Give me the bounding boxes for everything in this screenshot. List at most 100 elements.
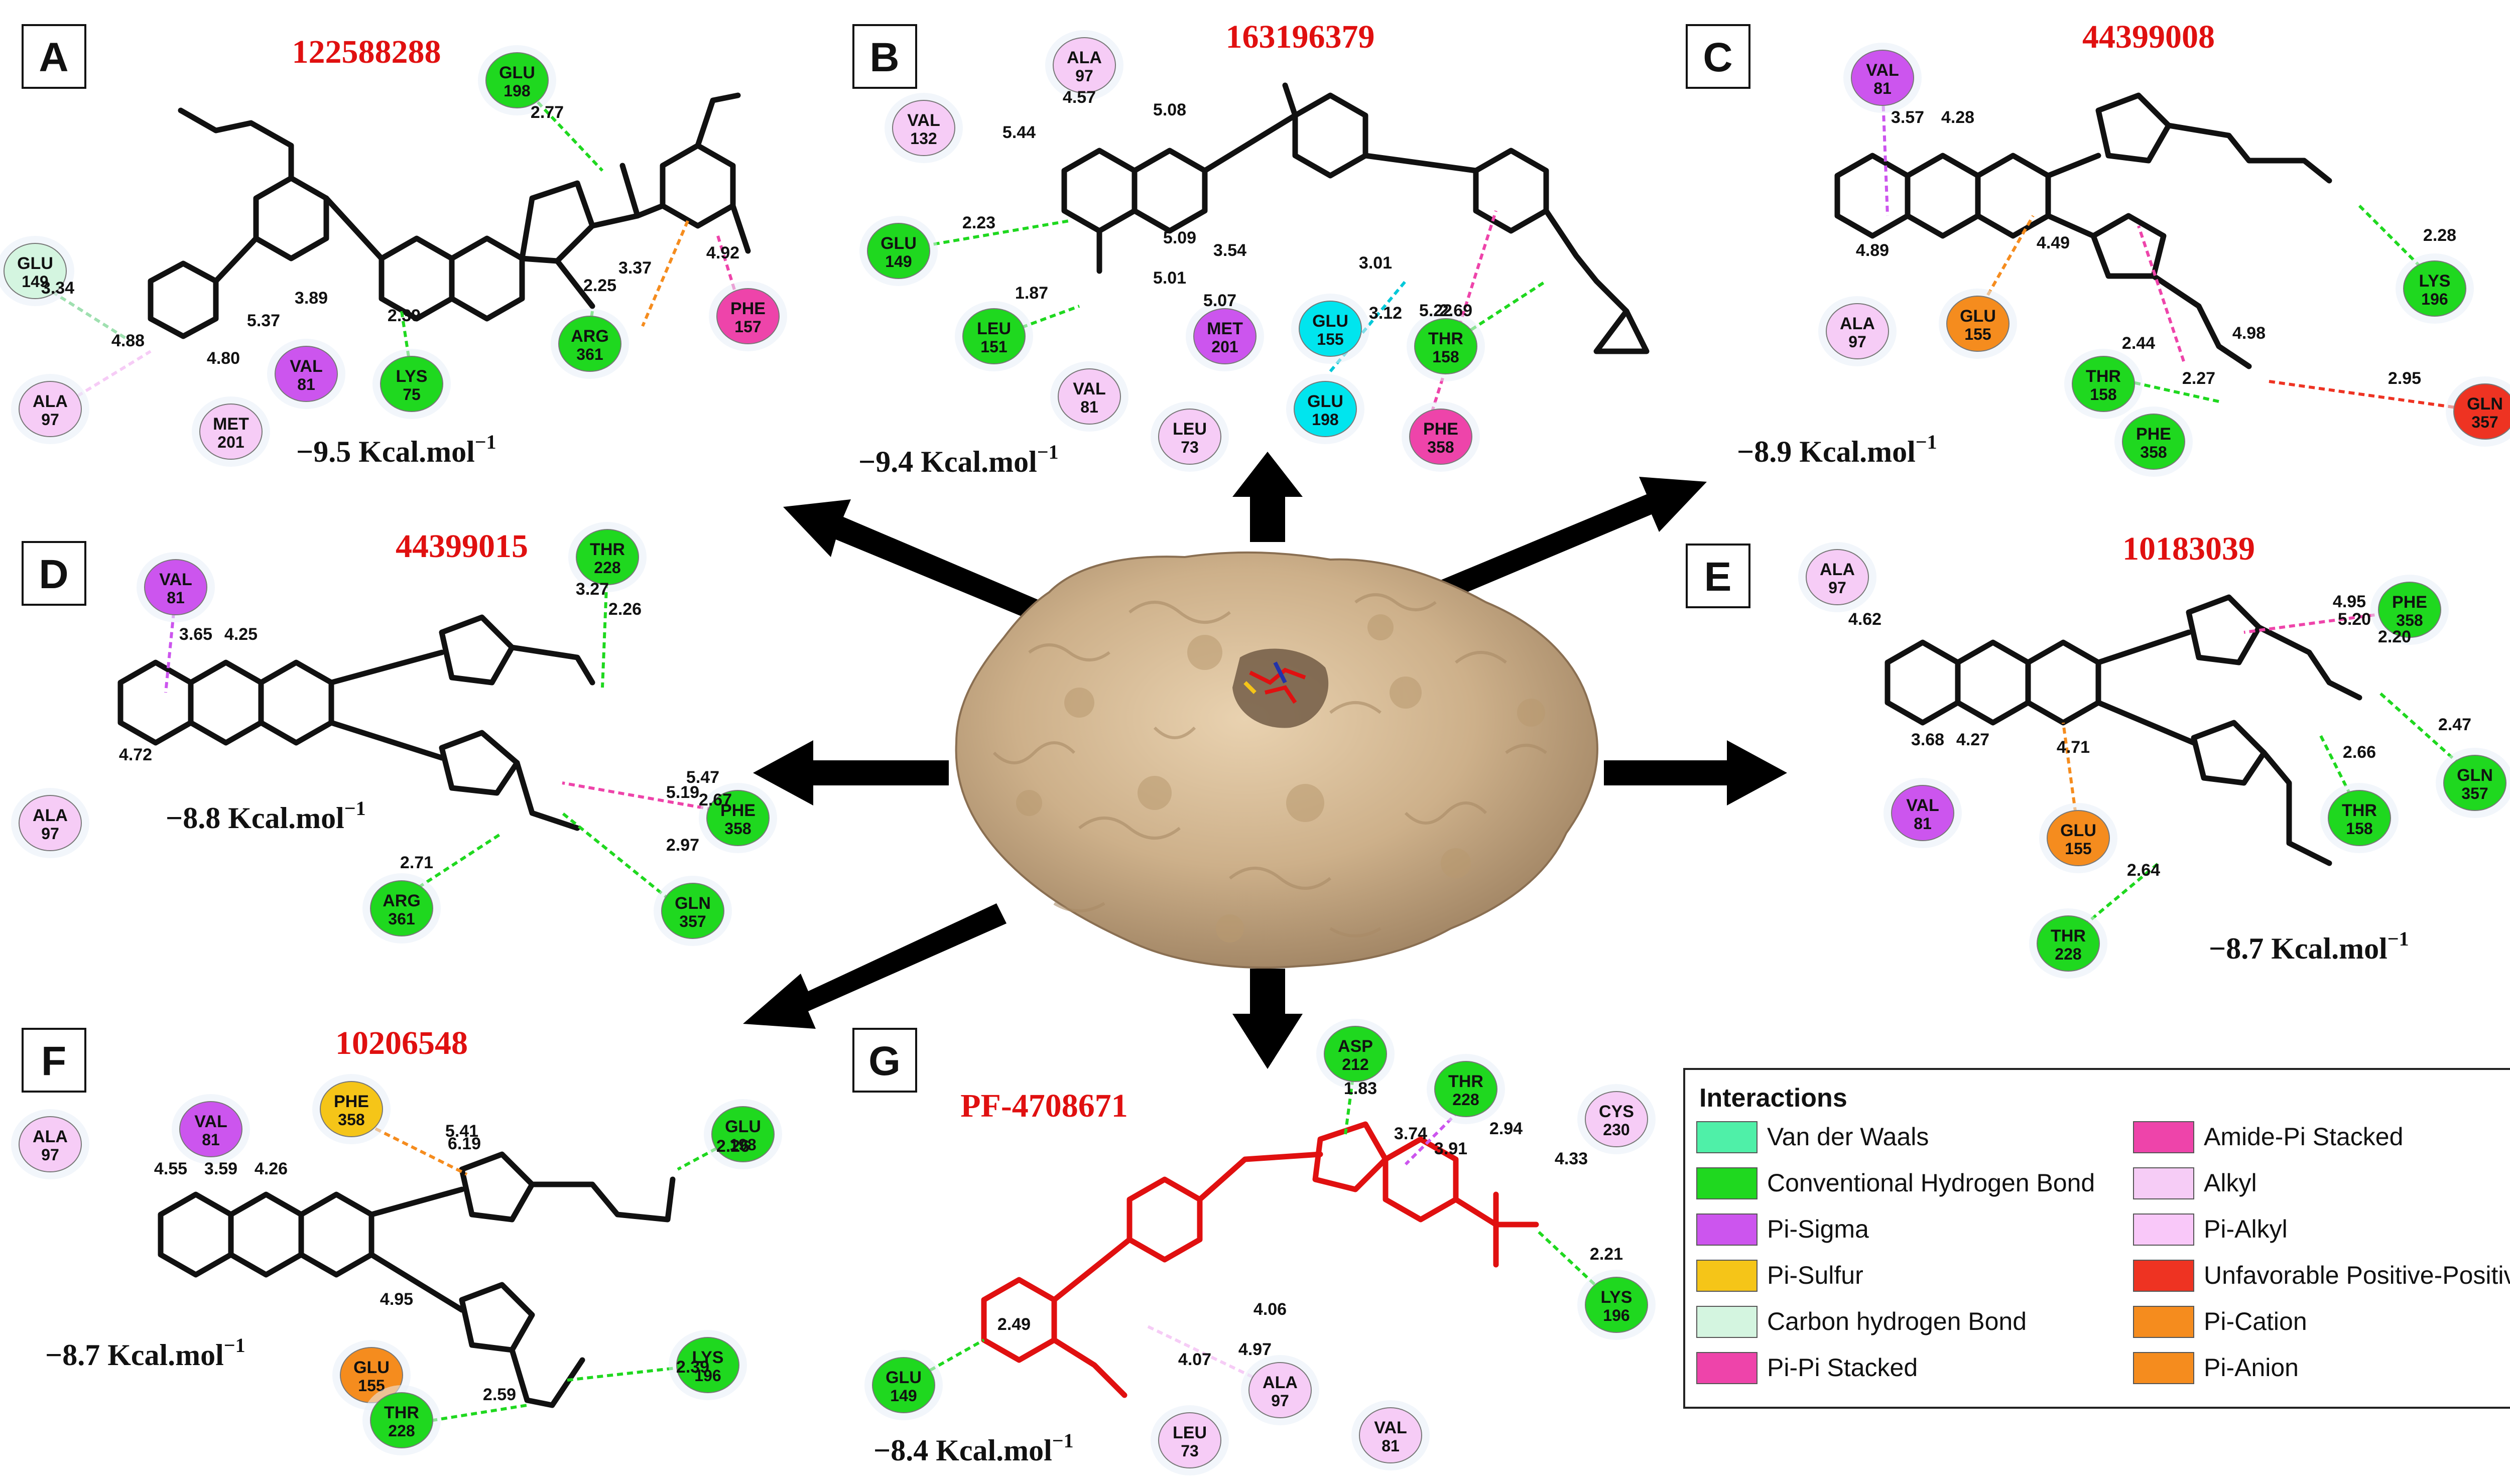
distance-label: 4.72 bbox=[119, 745, 152, 764]
distance-label: 4.07 bbox=[1178, 1350, 1211, 1369]
distance-label: 2.25 bbox=[583, 276, 616, 295]
distance-label: 5.44 bbox=[1002, 123, 1036, 142]
svg-text:LEU: LEU bbox=[1173, 1423, 1207, 1442]
distance-label: 2.39 bbox=[388, 306, 421, 325]
distance-label: 3.68 bbox=[1911, 730, 1944, 749]
panel-letter-box bbox=[22, 541, 86, 606]
distance-label: 5.19 bbox=[666, 783, 699, 802]
molecules bbox=[117, 82, 2362, 1408]
svg-text:LYS: LYS bbox=[396, 367, 427, 386]
distance-label: 2.64 bbox=[2127, 861, 2160, 880]
svg-text:196: 196 bbox=[1603, 1306, 1629, 1324]
binding-energy: −8.8 Kcal.mol−1 bbox=[166, 797, 366, 835]
distance-label: 4.06 bbox=[1253, 1300, 1287, 1319]
svg-text:155: 155 bbox=[1317, 330, 1343, 348]
compound-id: 44399015 bbox=[396, 528, 528, 565]
distance-label: 3.91 bbox=[1434, 1139, 1467, 1158]
panel-letter: B bbox=[869, 35, 899, 80]
distance-label: 3.65 bbox=[179, 625, 212, 644]
panel-letter: E bbox=[1704, 554, 1732, 600]
distance-label: 1.83 bbox=[1344, 1079, 1377, 1098]
distance-label: 4.49 bbox=[2037, 233, 2070, 252]
svg-text:149: 149 bbox=[885, 252, 912, 271]
svg-text:GLU: GLU bbox=[725, 1117, 761, 1136]
distance-label: 5.09 bbox=[1163, 228, 1196, 247]
distance-label: 5.22 bbox=[1419, 301, 1452, 320]
legend-label: Pi-Alkyl bbox=[2204, 1215, 2288, 1243]
svg-text:228: 228 bbox=[594, 559, 620, 577]
svg-text:158: 158 bbox=[2090, 385, 2116, 403]
svg-text:357: 357 bbox=[679, 912, 706, 930]
svg-text:ALA: ALA bbox=[33, 806, 68, 825]
panel-letter-box bbox=[1686, 24, 1750, 89]
distance-label: 4.95 bbox=[2333, 592, 2366, 611]
svg-text:158: 158 bbox=[1432, 348, 1459, 366]
svg-text:158: 158 bbox=[2346, 820, 2372, 838]
svg-text:81: 81 bbox=[167, 589, 185, 607]
distance-label: 4.33 bbox=[1555, 1149, 1588, 1168]
legend-title: Interactions bbox=[1699, 1084, 1847, 1113]
legend-label: Van der Waals bbox=[1767, 1123, 1929, 1151]
panel-letter-box bbox=[1686, 544, 1750, 608]
arrow-to-e bbox=[1604, 740, 1787, 805]
distance-label: 3.89 bbox=[295, 289, 328, 308]
distance-label: 2.39 bbox=[676, 1358, 709, 1377]
distance-label: 6.19 bbox=[448, 1134, 481, 1153]
legend-item: Unfavorable Positive-Positive bbox=[2133, 1260, 2510, 1292]
svg-text:CYS: CYS bbox=[1599, 1102, 1634, 1121]
distance-label: 4.95 bbox=[380, 1290, 413, 1309]
distance-label: 2.67 bbox=[699, 790, 732, 810]
svg-text:81: 81 bbox=[202, 1131, 220, 1149]
svg-text:GLU: GLU bbox=[1312, 312, 1348, 331]
distance-label: 2.97 bbox=[666, 836, 699, 855]
svg-text:LEU: LEU bbox=[1173, 420, 1207, 439]
svg-text:198: 198 bbox=[504, 82, 530, 100]
svg-text:361: 361 bbox=[388, 910, 415, 928]
svg-text:PHE: PHE bbox=[730, 299, 766, 318]
distance-label: 5.47 bbox=[686, 768, 719, 787]
binding-energy: −8.9 Kcal.mol−1 bbox=[1737, 431, 1937, 468]
legend-label: Pi-Anion bbox=[2204, 1354, 2299, 1382]
svg-text:PHE: PHE bbox=[2136, 425, 2171, 444]
legend-swatch bbox=[2133, 1121, 2194, 1153]
svg-text:358: 358 bbox=[724, 820, 751, 838]
distance-label: 4.71 bbox=[2057, 738, 2090, 757]
legend-swatch bbox=[1696, 1121, 1758, 1153]
legend-item: Carbon hydrogen Bond bbox=[1696, 1306, 2027, 1338]
interaction-lines bbox=[34, 79, 2485, 1427]
svg-text:LYS: LYS bbox=[1600, 1288, 1632, 1307]
svg-text:132: 132 bbox=[910, 129, 937, 148]
legend-label: Pi-Cation bbox=[2204, 1307, 2307, 1335]
distance-label: 3.74 bbox=[1394, 1124, 1427, 1143]
distance-label: 2.94 bbox=[1489, 1119, 1523, 1138]
svg-text:97: 97 bbox=[41, 1146, 59, 1164]
svg-text:97: 97 bbox=[1848, 333, 1866, 351]
legend-item: Amide-Pi Stacked bbox=[2133, 1121, 2403, 1153]
panel-letter-box bbox=[22, 1028, 86, 1093]
distance-label: 4.98 bbox=[2232, 324, 2266, 343]
compound-id: 10206548 bbox=[335, 1025, 468, 1061]
distance-label: 5.20 bbox=[2338, 610, 2371, 629]
svg-text:357: 357 bbox=[2461, 784, 2488, 802]
svg-text:ARG: ARG bbox=[383, 891, 421, 910]
